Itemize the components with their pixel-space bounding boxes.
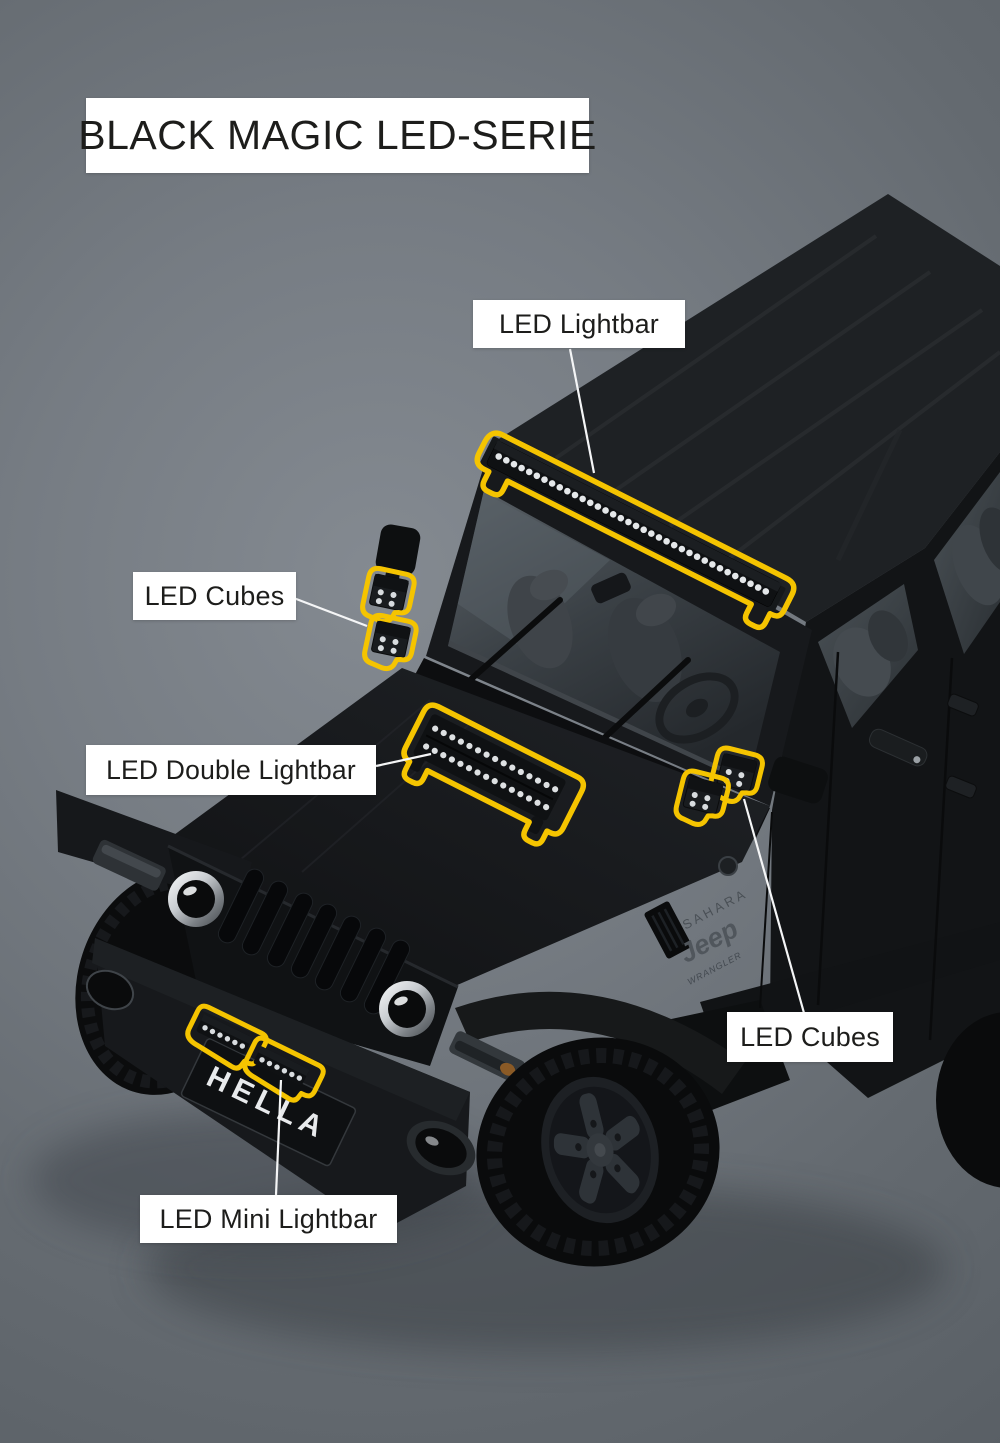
passenger-seat	[507, 575, 573, 669]
led-row	[691, 792, 711, 802]
side-window-rear	[934, 472, 1000, 654]
callout-led-cubes-windshield: LED Cubes	[133, 572, 296, 620]
led-row	[689, 800, 709, 810]
led-row	[259, 1057, 303, 1081]
right-mirror	[768, 756, 828, 804]
door-details	[759, 651, 954, 1041]
fog-light-right	[406, 1120, 476, 1176]
led-row	[379, 636, 399, 645]
right-marker-light	[449, 1031, 525, 1083]
led-row	[423, 743, 550, 811]
led-row	[202, 1025, 246, 1049]
front-right-wheel	[476, 1037, 720, 1267]
steering-wheel	[655, 672, 739, 744]
callout-led-double-lightbar: LED Double Lightbar	[86, 745, 376, 795]
led-row	[495, 453, 770, 595]
callout-label: LED Mini Lightbar	[159, 1203, 378, 1234]
left-marker-light	[92, 839, 166, 891]
callout-label: LED Lightbar	[499, 308, 659, 339]
driver-seat	[608, 597, 682, 703]
fog-light-left	[85, 969, 135, 1011]
product-led-cube	[362, 612, 419, 672]
highlight-outline-mini	[185, 1003, 269, 1071]
leader-mini-lightbar	[274, 1079, 283, 1196]
highlight-outline-double-lightbar	[401, 702, 587, 847]
led-row	[377, 589, 397, 598]
right-fender-flare	[455, 991, 745, 1094]
led-row	[432, 725, 559, 793]
highlight-outline-cube	[673, 768, 731, 827]
callout-led-cubes-cowl: LED Cubes	[727, 1012, 893, 1062]
product-led-cube	[673, 768, 731, 827]
product-led-mini-lightbar	[242, 1035, 326, 1103]
wipers	[465, 597, 691, 745]
leader-cubes-windshield	[290, 595, 368, 628]
leader-double-lightbar	[375, 752, 432, 768]
highlight-outline-lightbar	[474, 430, 797, 631]
headlight-left	[168, 871, 224, 927]
highlight-outline-cube	[362, 612, 419, 672]
leader-cubes-cowl	[742, 798, 806, 1014]
page-title: BLACK MAGIC LED-SERIE	[78, 98, 596, 173]
led-row	[725, 769, 745, 779]
hood-side-vent	[644, 901, 692, 959]
rear-wheel	[936, 1012, 1000, 1188]
product-led-lightbar	[474, 430, 797, 631]
highlight-outline-mini	[242, 1035, 326, 1103]
product-led-mini-lightbar	[185, 1003, 269, 1071]
callout-label: LED Cubes	[144, 580, 285, 611]
led-row	[375, 598, 395, 607]
callout-led-mini-lightbar: LED Mini Lightbar	[140, 1195, 397, 1243]
highlight-outline-cube	[360, 565, 417, 625]
leader-lightbar	[568, 348, 596, 474]
fuel-badge	[718, 856, 738, 876]
led-row	[377, 645, 397, 654]
leader-lines	[274, 348, 806, 1196]
rearview-mirror	[591, 572, 631, 604]
headlight-right	[379, 981, 435, 1037]
callout-label: LED Cubes	[740, 1021, 880, 1052]
callout-led-lightbar: LED Lightbar	[473, 300, 685, 348]
side-window-front	[818, 584, 918, 728]
door-handle	[868, 728, 928, 767]
product-led-cube	[360, 565, 417, 625]
roof	[497, 194, 1000, 622]
product-led-double-lightbar	[401, 702, 587, 847]
door-hinges	[945, 693, 979, 799]
callout-label: LED Double Lightbar	[106, 754, 356, 785]
side-body	[770, 452, 1000, 1098]
